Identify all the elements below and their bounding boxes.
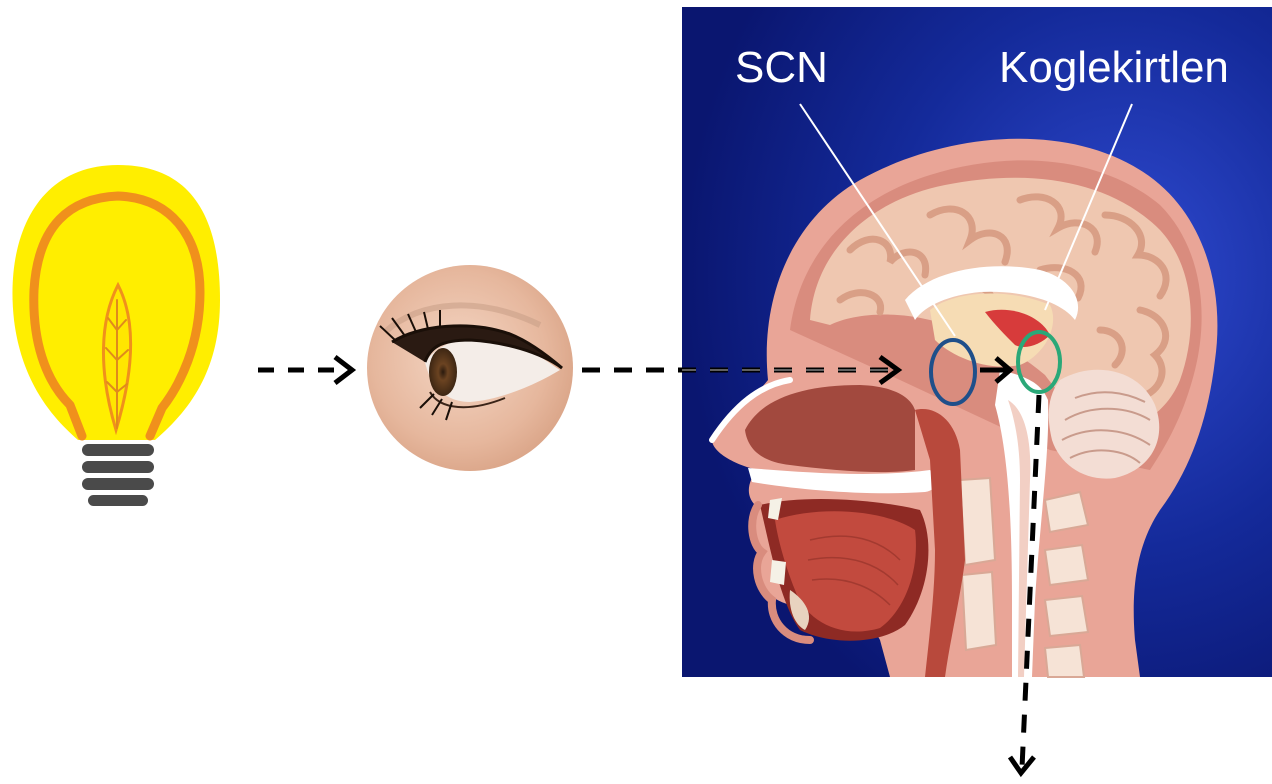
light-bulb-icon bbox=[12, 165, 220, 506]
scn-label: SCN bbox=[735, 43, 828, 92]
eye-icon bbox=[367, 265, 573, 471]
iris bbox=[429, 348, 457, 396]
pineal-label: Koglekirtlen bbox=[999, 43, 1229, 92]
bulb-base bbox=[82, 444, 154, 506]
head-cross-section: SCN Koglekirtlen bbox=[682, 7, 1272, 677]
arrow-bulb-to-eye bbox=[258, 357, 352, 383]
